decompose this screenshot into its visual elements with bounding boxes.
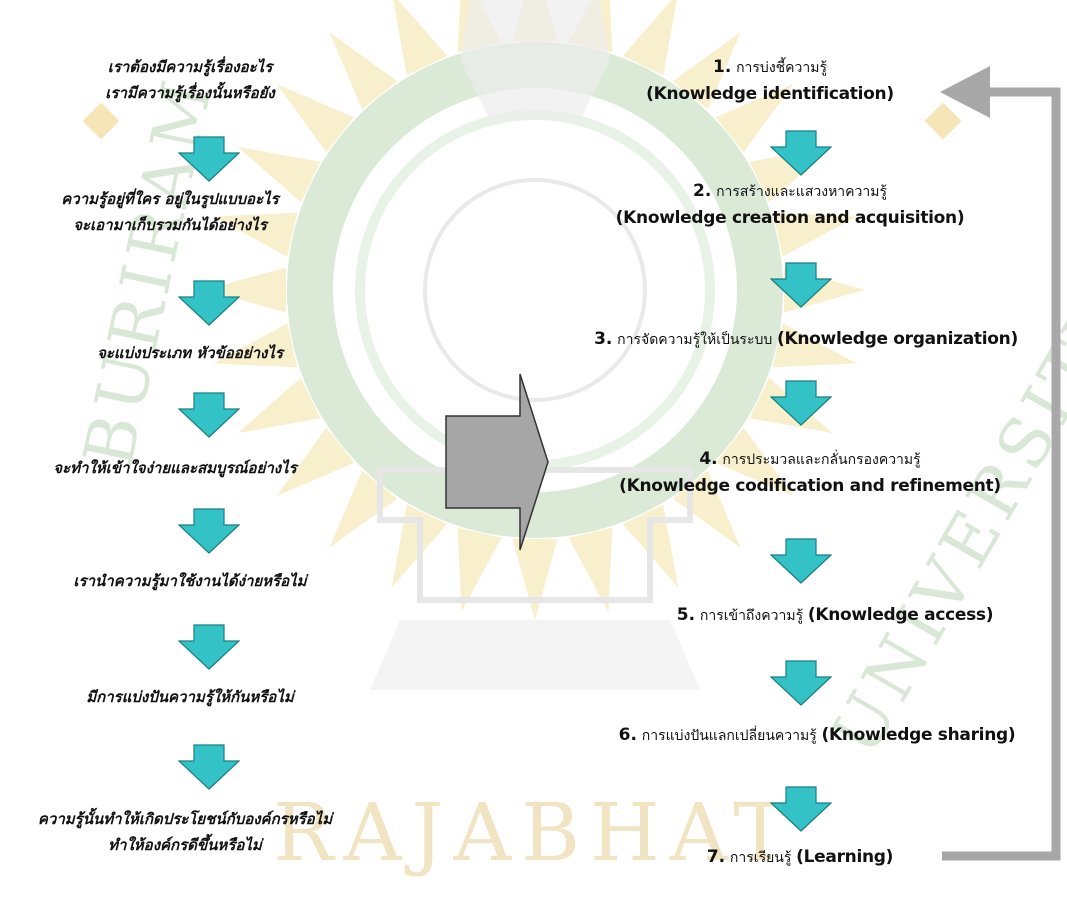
question-4: จะทำให้เข้าใจง่ายและสมบูรณ์อย่างไร <box>5 455 345 481</box>
step-7: 7. การเรียนรู้ (Learning) <box>640 844 960 871</box>
watermark-text-bottom: RAJABHAT <box>273 786 796 879</box>
step-2: 2. การสร้างและแสวงหาความรู้ (Knowledge c… <box>560 178 1020 231</box>
step-1-number: 1. <box>713 57 732 77</box>
step-5-number: 5. <box>676 605 696 625</box>
step-6-english: (Knowledge sharing) <box>821 725 1016 745</box>
step-4: 4. การประมวลและกลั่นกรองความรู้ (Knowled… <box>590 446 1030 499</box>
question-6: มีการแบ่งปันความรู้ให้กันหรือไม่ <box>40 684 340 710</box>
step-5: 5. การเข้าถึงความรู้ (Knowledge access) <box>640 602 1030 629</box>
step-1-thai: การบ่งชี้ความรู้ <box>736 60 827 76</box>
step-6: 6. การแบ่งปันแลกเปลี่ยนความรู้ (Knowledg… <box>582 722 1052 749</box>
sun-ray <box>568 527 613 612</box>
question-7-line-1: ความรู้นั้นทำให้เกิดประโยชน์กับองค์กรหรื… <box>37 810 333 828</box>
step-3-thai: การจัดความรู้ให้เป็นระบบ <box>617 332 773 348</box>
step-2-english: (Knowledge creation and acquisition) <box>615 208 965 228</box>
step-2-thai: การสร้างและแสวงหาความรู้ <box>716 184 887 200</box>
sun-ray <box>276 427 355 496</box>
step-4-thai: การประมวลและกลั่นกรองความรู้ <box>722 452 921 468</box>
step-2-number: 2. <box>692 181 712 201</box>
sun-ray <box>205 267 287 313</box>
step-6-number: 6. <box>618 725 637 745</box>
sun-ray <box>512 538 558 620</box>
sun-ray <box>672 31 741 110</box>
question-1: เราต้องมีความรู้เรื่องอะไร เรามีความรู้เ… <box>40 54 340 106</box>
question-4-line-1: จะทำให้เข้าใจง่ายและสมบูรณ์อย่างไร <box>53 459 297 477</box>
question-2: ความรู้อยู่ที่ใคร อยู่ในรูปแบบอะไร จะเอา… <box>0 186 340 238</box>
step-1-english: (Knowledge identification) <box>646 84 894 104</box>
question-3: จะแบ่งประเภท หัวข้ออย่างไร <box>40 340 340 366</box>
sun-ray <box>393 0 448 76</box>
step-7-english: (Learning) <box>796 847 894 867</box>
sun-ray <box>457 527 502 612</box>
sun-ray <box>715 427 794 496</box>
question-1-line-1: เราต้องมีความรู้เรื่องอะไร <box>107 58 273 76</box>
step-5-english: (Knowledge access) <box>807 605 994 625</box>
question-5-line-1: เรานำความรู้มาใช้งานได้ง่ายหรือไม่ <box>73 572 307 590</box>
sun-ray <box>329 31 398 110</box>
question-2-line-1: ความรู้อยู่ที่ใคร อยู่ในรูปแบบอะไร <box>61 190 279 208</box>
step-7-thai: การเรียนรู้ <box>729 850 792 866</box>
sun-ray <box>772 212 857 257</box>
question-7: ความรู้นั้นทำให้เกิดประโยชน์กับองค์กรหรื… <box>0 806 370 858</box>
sun-ray <box>213 212 298 257</box>
sun-ray <box>772 323 857 368</box>
question-5: เรานำความรู้มาใช้งานได้ง่ายหรือไม่ <box>30 568 350 594</box>
left-arrow-icon <box>940 66 990 118</box>
step-1: 1. การบ่งชี้ความรู้ (Knowledge identific… <box>560 54 980 107</box>
sun-ray <box>237 146 321 203</box>
step-3: 3. การจัดความรู้ให้เป็นระบบ (Knowledge o… <box>566 326 1046 353</box>
question-2-line-2: จะเอามาเก็บรวมกันได้อย่างไร <box>73 216 267 234</box>
sun-ray <box>715 84 794 153</box>
question-1-line-2: เรามีความรู้เรื่องนั้นหรือยัง <box>105 84 275 102</box>
question-3-line-1: จะแบ่งประเภท หัวข้ออย่างไร <box>97 344 283 362</box>
sun-ray <box>213 323 298 368</box>
sun-ray <box>276 84 355 153</box>
loop-line <box>942 87 1061 861</box>
sun-ray <box>622 0 677 76</box>
step-4-number: 4. <box>699 449 718 469</box>
step-3-number: 3. <box>594 329 613 349</box>
step-3-english: (Knowledge organization) <box>777 329 1018 349</box>
step-4-english: (Knowledge codification and refinement) <box>619 476 1001 496</box>
right-arrow-icon <box>445 373 549 551</box>
step-5-thai: การเข้าถึงความรู้ <box>699 608 804 624</box>
question-6-line-1: มีการแบ่งปันความรู้ให้กันหรือไม่ <box>86 688 294 706</box>
step-7-number: 7. <box>706 847 726 867</box>
step-6-thai: การแบ่งปันแลกเปลี่ยนความรู้ <box>641 728 817 744</box>
sun-ray <box>237 377 321 434</box>
question-7-line-2: ทำให้องค์กรดีขึ้นหรือไม่ <box>108 836 262 854</box>
